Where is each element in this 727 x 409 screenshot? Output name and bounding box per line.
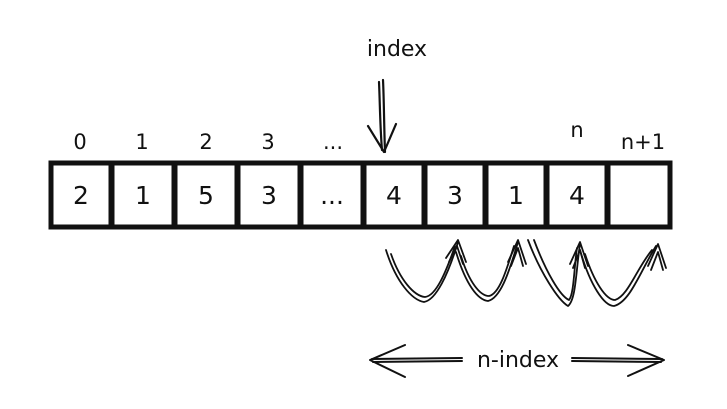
shift-arrows bbox=[385, 239, 667, 307]
cell-value: 1 bbox=[135, 181, 151, 210]
index-pointer-label: index bbox=[367, 37, 427, 62]
cell-value: 3 bbox=[261, 181, 277, 210]
shift-arrow bbox=[527, 239, 589, 307]
index-label: 1 bbox=[135, 130, 148, 154]
index-pointer-arrow bbox=[366, 78, 398, 154]
index-label: 3 bbox=[261, 130, 274, 154]
range-arrow-right bbox=[571, 344, 665, 377]
index-label: 2 bbox=[199, 130, 212, 154]
array-cell: 1 bbox=[109, 160, 177, 230]
array-cell bbox=[605, 160, 673, 230]
index-label: n+1 bbox=[621, 130, 665, 154]
cell-value: 4 bbox=[386, 181, 402, 210]
index-label: n bbox=[570, 118, 583, 142]
range-label: n-index bbox=[477, 348, 559, 373]
cell-value: ... bbox=[320, 181, 344, 210]
index-labels: 0 1 2 3 ... n n+1 bbox=[73, 118, 665, 154]
array-cell: ... bbox=[298, 160, 366, 230]
cell-value: 3 bbox=[447, 181, 463, 210]
shift-arrow bbox=[455, 239, 527, 302]
index-label: ... bbox=[323, 130, 343, 154]
index-label: 0 bbox=[73, 130, 86, 154]
array-cell: 4 bbox=[361, 160, 427, 230]
cell-value: 5 bbox=[198, 181, 214, 210]
cell-value: 2 bbox=[73, 181, 89, 210]
array-cell: 4 bbox=[544, 160, 610, 230]
shift-arrow bbox=[579, 243, 667, 307]
shift-arrow bbox=[385, 239, 467, 303]
array-cell: 5 bbox=[172, 160, 240, 230]
range-arrow-left bbox=[369, 344, 463, 378]
cell-value: 1 bbox=[508, 181, 524, 210]
array-cell: 3 bbox=[235, 160, 303, 230]
array: 2 1 5 3 ... 4 3 1 bbox=[48, 160, 673, 230]
array-cell: 2 bbox=[48, 160, 114, 230]
array-cell: 3 bbox=[422, 160, 488, 230]
array-cell: 1 bbox=[483, 160, 549, 230]
cell-value: 4 bbox=[569, 181, 585, 210]
